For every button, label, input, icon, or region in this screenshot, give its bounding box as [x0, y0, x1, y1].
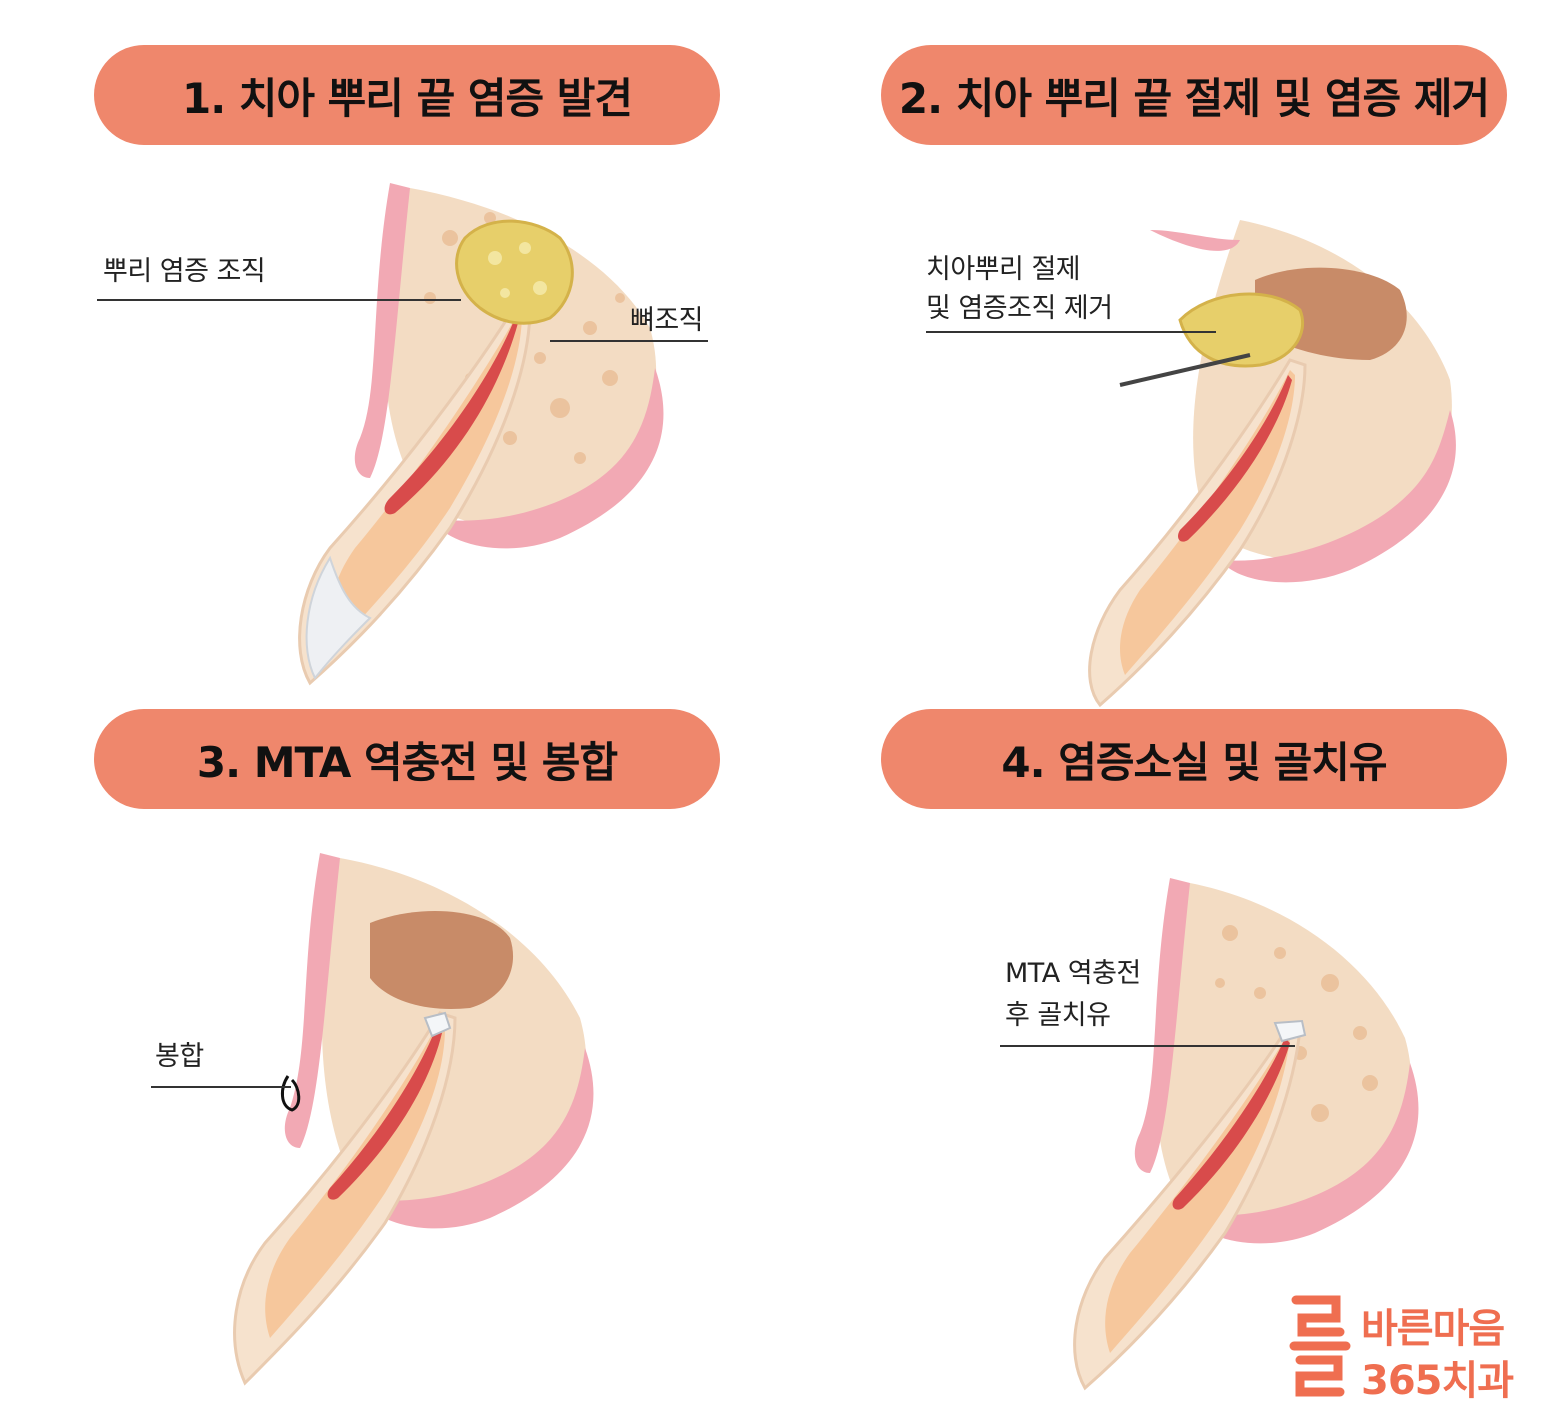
outer-gum	[354, 183, 410, 478]
tooth-pulp	[1172, 1038, 1290, 1210]
label-healing-1: MTA 역충전	[1005, 958, 1141, 989]
step-1-title: 1. 치아 뿌리 끝 염증 발견	[94, 45, 720, 145]
leader-line	[97, 299, 461, 301]
tooth-illustration-inflamed	[298, 183, 664, 686]
step-4-title: 4. 염증소실 및 골치유	[881, 709, 1507, 809]
tooth-pulp	[1177, 375, 1292, 542]
step-2-title: 2. 치아 뿌리 끝 절제 및 염증 제거	[881, 45, 1507, 145]
inner-gum	[1185, 1063, 1419, 1244]
bone-defect	[370, 911, 514, 1009]
inner-gum	[360, 1048, 594, 1229]
logo-text-line1: 바른마음	[1361, 1306, 1505, 1352]
outer-gum	[1150, 230, 1240, 251]
clinic-logo-icon	[1289, 1295, 1351, 1397]
tooth-pulp	[327, 1028, 442, 1200]
leader-line	[1000, 1045, 1295, 1047]
tooth-pulp	[384, 318, 518, 515]
tooth-illustration-healing	[1073, 878, 1419, 1391]
label-resection-1: 치아뿌리 절제	[926, 254, 1081, 285]
inflammation-lesion	[455, 219, 574, 325]
label-healing-2: 후 골치유	[1005, 1000, 1111, 1031]
inner-gum	[1220, 410, 1456, 583]
inflammation-lesion	[1178, 292, 1305, 368]
label-suture: 봉합	[155, 1041, 204, 1072]
mta-fill	[423, 1011, 452, 1038]
enamel-crown	[305, 555, 372, 680]
step-3-title: 3. MTA 역충전 및 봉합	[94, 709, 720, 809]
tooth-illustration-mta-suture	[233, 853, 594, 1386]
surgical-instrument	[1119, 353, 1251, 387]
inner-gum	[430, 368, 664, 549]
label-bone-tissue: 뼈조직	[630, 305, 704, 336]
leader-line	[151, 1086, 291, 1088]
outer-gum	[1134, 878, 1190, 1173]
clinic-logo: 바른마음 365치과	[1288, 1292, 1538, 1404]
tooth-illustration-resection	[1088, 220, 1456, 708]
lesion-texture	[488, 242, 547, 298]
bone-trabeculae	[1215, 925, 1378, 1122]
mta-fill	[1273, 1019, 1307, 1043]
leader-line	[550, 340, 708, 342]
outer-gum	[284, 853, 340, 1148]
label-root-inflammation: 뿌리 염증 조직	[103, 256, 266, 287]
label-resection-2: 및 염증조직 제거	[926, 293, 1113, 324]
leader-line	[926, 331, 1216, 333]
logo-text-line2: 365치과	[1361, 1358, 1514, 1404]
